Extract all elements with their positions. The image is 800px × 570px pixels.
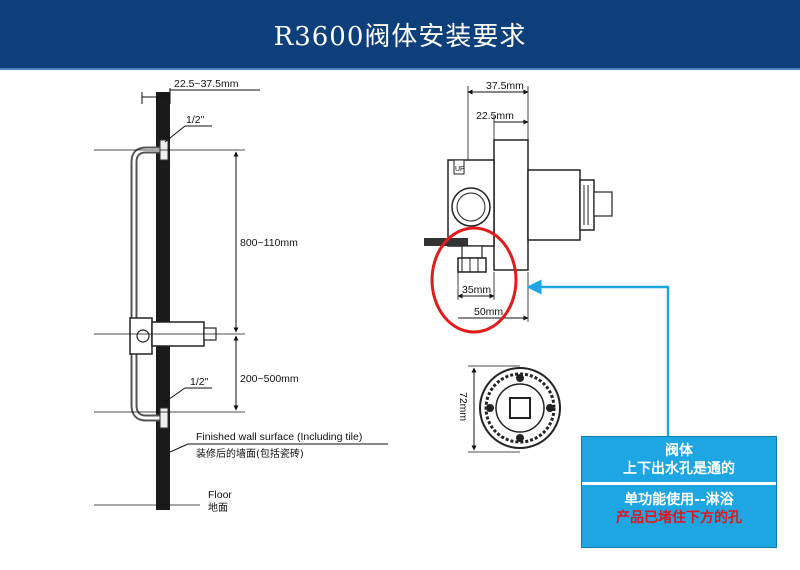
dim-top-label: 22.5~37.5mm [174, 78, 239, 90]
dim-35-label: 35mm [462, 284, 491, 296]
callout-line-2: 上下出水孔是通的 [623, 461, 735, 477]
up-mark: UP [455, 166, 465, 173]
dim-upper-label: 800~110mm [240, 237, 298, 249]
valve-front-drawing: 72mm [457, 365, 561, 453]
wall-surface-label-en: Finished wall surface (Including tile) [196, 431, 362, 443]
dim-outer-label: 37.5mm [486, 80, 524, 92]
highlight-circle [430, 226, 518, 334]
pipe-size-top-label: 1/2" [186, 114, 205, 126]
callout-line-1: 阀体 [665, 443, 693, 459]
title-bar: R3600阀体安装要求 [0, 0, 800, 70]
valve-side-drawing: 37.5mm 22.5mm UP 35mm 50mm [424, 80, 613, 334]
floor-label-cn: 地面 [208, 501, 228, 514]
page-title: R3600阀体安装要求 [273, 21, 527, 52]
wall-surface-label-cn: 装修后的墙面(包括瓷砖) [196, 447, 304, 460]
callout-line-4: 产品已堵住下方的孔 [616, 510, 742, 526]
note-callout: 阀体 上下出水孔是通的 单功能使用--淋浴 产品已堵住下方的孔 [581, 436, 777, 548]
dim-lower-label: 200~500mm [240, 373, 299, 385]
wall-section-drawing: 22.5~37.5mm 1/2" 800~110mm 200~500mm 1/2… [94, 78, 388, 514]
dim-50-label: 50mm [474, 306, 503, 318]
callout-divider [582, 482, 776, 485]
callout-pointer-arrow [526, 279, 670, 436]
wall-slab [156, 92, 170, 510]
pipe-size-bottom-label: 1/2" [190, 376, 209, 388]
floor-label-en: Floor [208, 489, 232, 501]
callout-line-3: 单功能使用--淋浴 [624, 492, 734, 508]
dim-inner-label: 22.5mm [476, 110, 514, 122]
dim-72-label: 72mm [457, 392, 469, 421]
